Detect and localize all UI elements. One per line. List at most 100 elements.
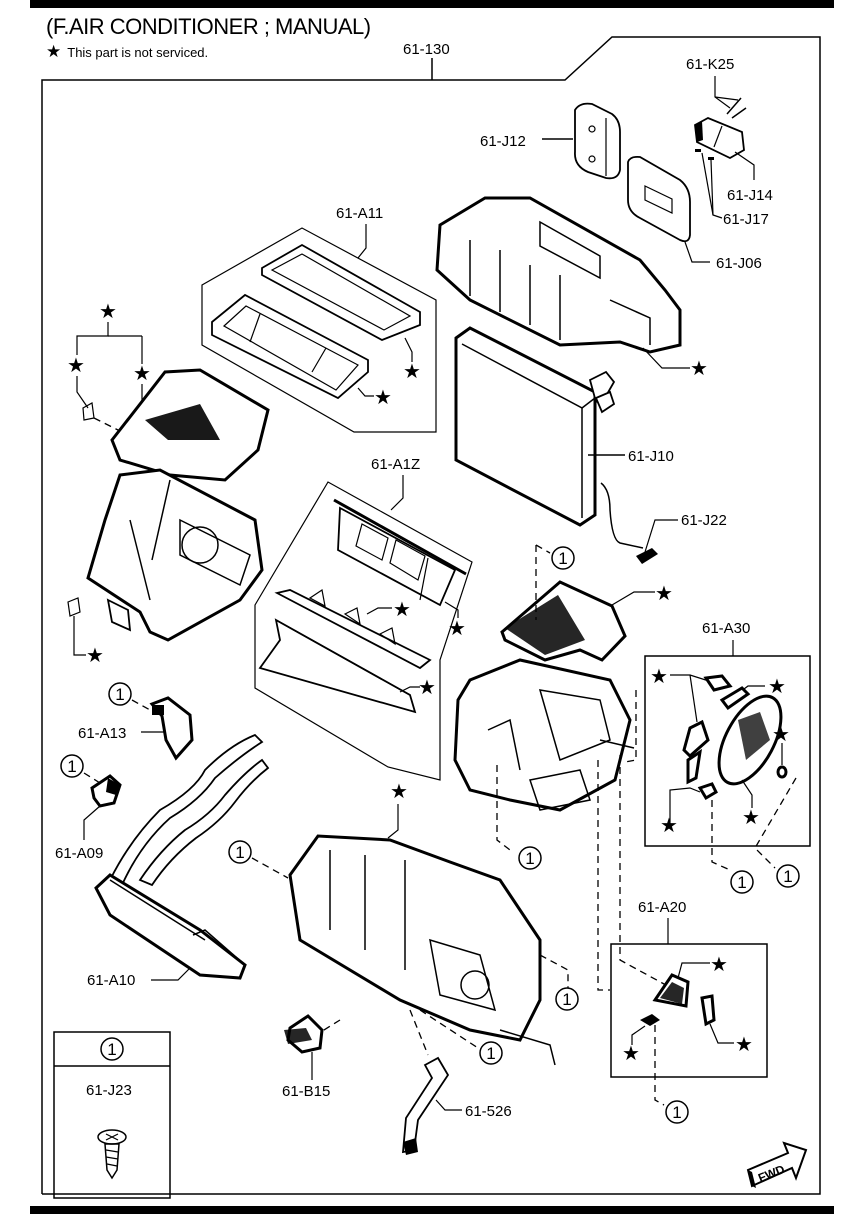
ref-line-to-a20-2 — [619, 755, 676, 991]
heater-core-part-61-A10[interactable] — [94, 873, 247, 980]
evaporator-part-61-J10[interactable] — [454, 326, 616, 527]
label-61-J17[interactable]: 61-J17 — [723, 211, 769, 228]
group-box-61-A20 — [610, 943, 768, 1078]
pin-part-61-K25[interactable] — [726, 97, 747, 119]
clip-part-a20[interactable] — [640, 1014, 660, 1026]
leader-61-A11 — [357, 224, 367, 259]
drain-hose-part-61-526[interactable] — [401, 1056, 450, 1155]
lower-case-part[interactable] — [288, 834, 556, 1066]
upper-case-part[interactable] — [435, 196, 682, 354]
ref-circle-label: 1 — [115, 685, 124, 704]
ref-circle-1[interactable] — [60, 754, 84, 778]
group-outline-61-A11 — [201, 227, 437, 433]
ref-circle-1[interactable] — [108, 682, 132, 706]
group-box-61-A30 — [644, 655, 811, 847]
damper-part-61-A1Z-grid[interactable] — [333, 498, 467, 607]
label-61-J12[interactable]: 61-J12 — [480, 133, 526, 150]
star-icon: ★ — [133, 361, 151, 385]
label-61-A10[interactable]: 61-A10 — [87, 972, 135, 989]
label-61-J10[interactable]: 61-J10 — [628, 448, 674, 465]
ref-circle-1[interactable] — [730, 870, 754, 894]
damper-part-61-A1Z-lower[interactable] — [258, 618, 417, 714]
star-icon: ★ — [735, 1032, 753, 1056]
leader-star-a1z-lower — [399, 686, 420, 693]
damper-part-61-A1Z-mid[interactable] — [274, 588, 432, 670]
main-heater-unit-part[interactable] — [453, 580, 635, 812]
label-61-A11[interactable]: 61-A11 — [336, 205, 383, 222]
label-61-A20[interactable]: 61-A20 — [638, 899, 686, 916]
cap-part-a30[interactable] — [703, 674, 733, 692]
clip-part-61-J17[interactable] — [695, 149, 714, 160]
spring-part-a30[interactable] — [719, 686, 751, 711]
label-61-A30[interactable]: 61-A30 — [702, 620, 750, 637]
label-61-B15[interactable]: 61-B15 — [282, 1083, 330, 1100]
leader-star-group — [76, 322, 109, 355]
label-61-J06[interactable]: 61-J06 — [716, 255, 762, 272]
ref-circle-1[interactable] — [555, 987, 579, 1011]
ref-circle-1[interactable] — [228, 840, 252, 864]
label-61-K25[interactable]: 61-K25 — [686, 56, 734, 73]
filter-part-61-A11-lower[interactable] — [211, 293, 369, 400]
blower-unit-part[interactable] — [86, 368, 270, 642]
actuator-part-61-J14[interactable] — [694, 117, 745, 160]
leader-star-a30-5 — [741, 779, 753, 808]
label-61-J23[interactable]: 61-J23 — [86, 1082, 132, 1099]
leader-star-lower-case — [387, 804, 399, 839]
ref-circle-1[interactable] — [665, 1100, 689, 1124]
label-61-130[interactable]: 61-130 — [403, 41, 450, 58]
pad-part-61-J12[interactable] — [574, 102, 621, 180]
leader-star-bracket — [73, 616, 86, 656]
label-61-A09[interactable]: 61-A09 — [55, 845, 103, 862]
star-icon: ★ — [690, 356, 708, 380]
gear-part-a20[interactable] — [652, 973, 690, 1008]
sensor-part-61-A09[interactable] — [90, 774, 122, 808]
star-icon: ★ — [742, 805, 760, 829]
clip-part-a30[interactable] — [697, 782, 718, 801]
actuator-part-61-B15[interactable] — [284, 1014, 324, 1054]
cam-plate-part-a30[interactable] — [706, 686, 793, 793]
ref-line-heater-bottom — [496, 765, 511, 851]
holder-part-61-A13[interactable] — [149, 696, 194, 761]
ref-circle-1[interactable] — [551, 546, 575, 570]
nut-part-a30[interactable] — [776, 765, 788, 779]
ref-circle-label: 1 — [486, 1044, 495, 1063]
leader-star-a11-lower — [357, 387, 374, 397]
star-icon: ★ — [67, 353, 85, 377]
diagram-title: (F.AIR CONDITIONER ; MANUAL) — [46, 14, 371, 39]
label-61-J14[interactable]: 61-J14 — [727, 187, 773, 204]
ref-circle-1[interactable] — [479, 1041, 503, 1065]
leader-star-heater — [611, 591, 655, 606]
star-icon: ★ — [86, 643, 104, 667]
label-61-J22[interactable]: 61-J22 — [681, 512, 727, 529]
seal-part-61-J06[interactable] — [627, 155, 691, 243]
screw-icon — [97, 1129, 127, 1180]
label-61-A1Z[interactable]: 61-A1Z — [371, 456, 420, 473]
link-part-a20[interactable] — [700, 994, 716, 1027]
pipe-part-heater[interactable] — [108, 733, 270, 887]
ref-circle-label: 1 — [558, 549, 567, 568]
star-icon: ★ — [418, 675, 436, 699]
top-border-bar — [30, 0, 834, 8]
ref-circle-label: 1 — [737, 873, 746, 892]
ref-line-a20 — [654, 1025, 665, 1106]
legend-ref-label: 1 — [107, 1040, 116, 1059]
star-icon: ★ — [655, 581, 673, 605]
label-61-A13[interactable]: 61-A13 — [78, 725, 126, 742]
ref-line-to-a20 — [597, 760, 610, 991]
leader-61-A09 — [83, 805, 101, 840]
filter-part-61-A11-upper[interactable] — [261, 243, 421, 341]
lever-part-a30[interactable] — [682, 719, 710, 785]
leader-61-J06 — [684, 241, 710, 263]
legend-ref-circle — [100, 1037, 124, 1061]
bracket-part-blower[interactable] — [67, 597, 81, 617]
ref-circle-1[interactable] — [518, 846, 542, 870]
ref-line-lower-case-right — [539, 954, 569, 988]
label-61-526[interactable]: 61-526 — [465, 1103, 512, 1120]
leader-star-a20-2 — [709, 1023, 734, 1044]
ref-line-a30-b — [754, 777, 797, 869]
clip-part-blower[interactable] — [82, 402, 95, 421]
sensor-part-61-J22[interactable] — [600, 482, 658, 564]
ref-circle-1[interactable] — [776, 864, 800, 888]
leader-61-A1Z — [390, 475, 404, 511]
